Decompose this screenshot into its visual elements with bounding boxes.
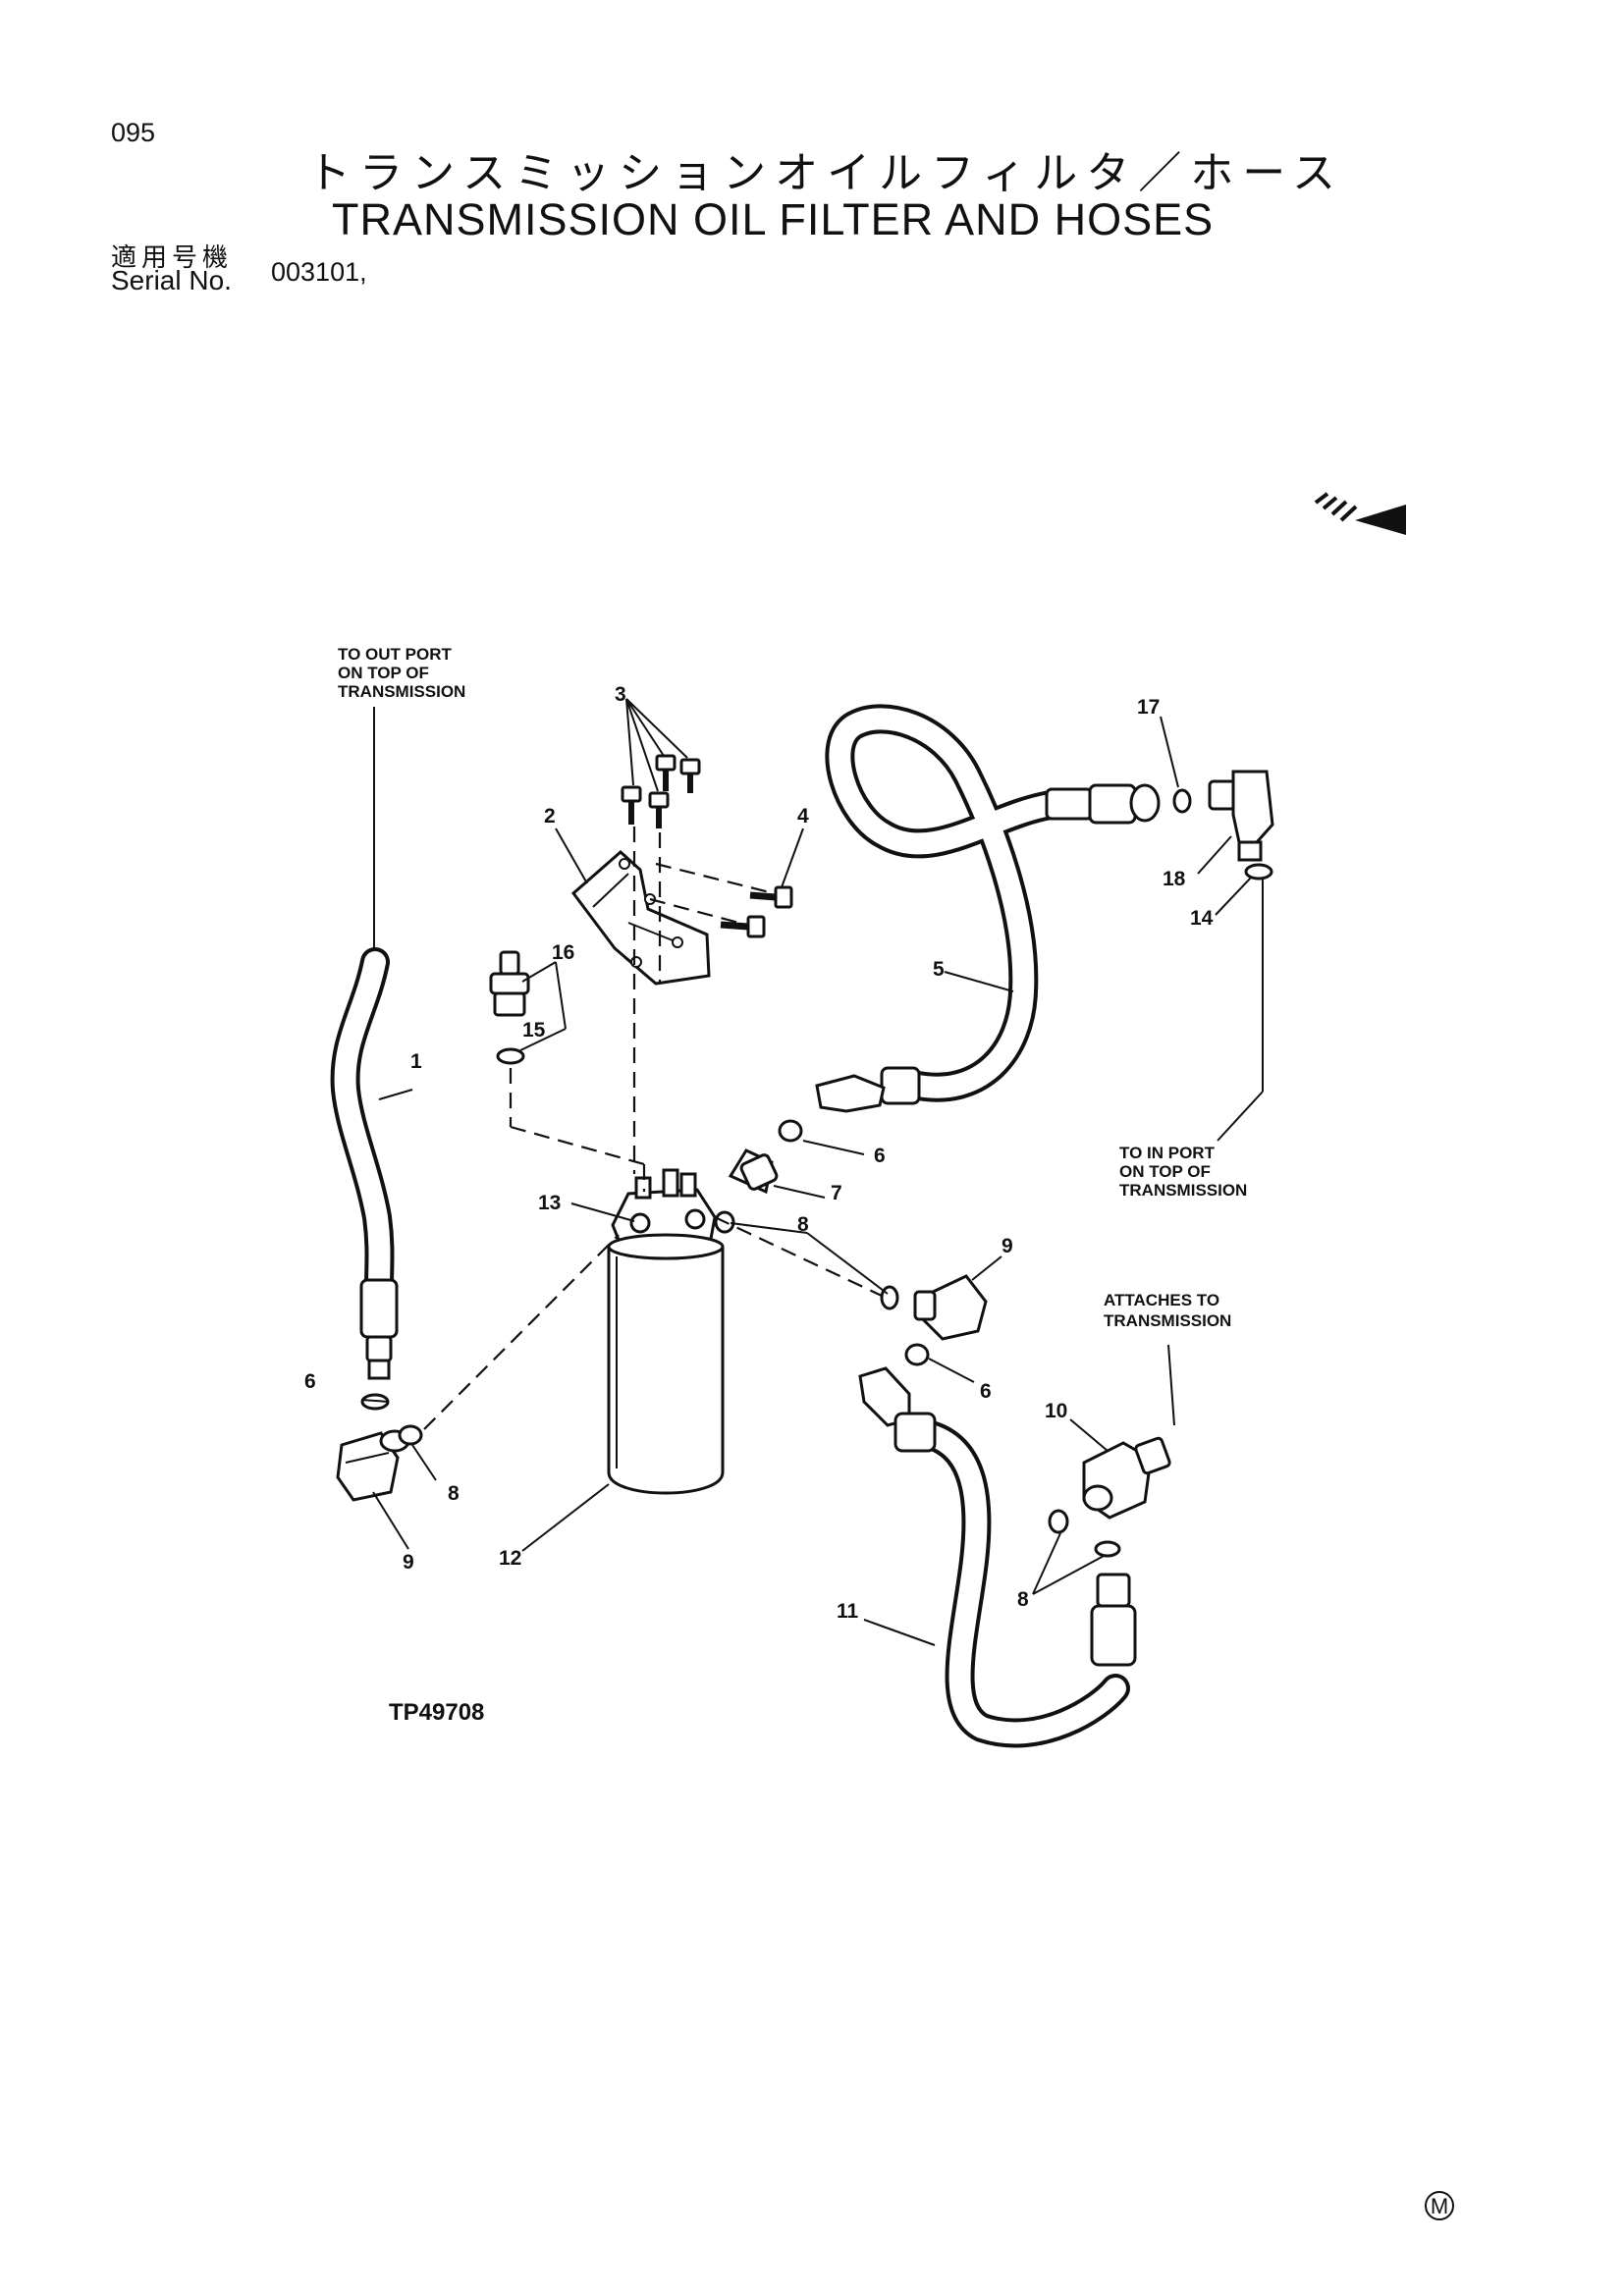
callout-9-left: 9 <box>403 1551 414 1574</box>
o-ring-6-upper <box>778 1119 803 1143</box>
note-out-port: TO OUT PORT ON TOP OF TRANSMISSION <box>338 645 465 701</box>
o-ring-8-lower-b <box>1094 1540 1121 1558</box>
callout-13: 13 <box>538 1192 561 1214</box>
note-in-port: TO IN PORT ON TOP OF TRANSMISSION <box>1119 1144 1247 1200</box>
callout-8-upper: 8 <box>797 1213 809 1236</box>
oil-filter-12 <box>607 1233 725 1495</box>
direction-arrow-icon <box>1314 492 1406 535</box>
svg-text:M: M <box>1431 2194 1448 2218</box>
note-attaches-to-transmission: ATTACHES TO TRANSMISSION <box>1104 1291 1231 1330</box>
leader-lines <box>360 698 1264 1646</box>
svg-text:TRANSMISSION: TRANSMISSION <box>1104 1311 1231 1330</box>
svg-text:ON TOP OF: ON TOP OF <box>1119 1162 1211 1181</box>
hose-1-nut <box>365 1335 393 1362</box>
serial-value: 003101, <box>271 257 367 287</box>
callout-5: 5 <box>933 958 945 981</box>
figure-id: TP49708 <box>389 1699 484 1726</box>
callout-16: 16 <box>552 941 574 964</box>
callout-14: 14 <box>1190 907 1214 930</box>
pressure-switch-16 <box>489 950 530 1017</box>
callout-8-left: 8 <box>448 1482 460 1505</box>
elbow-fitting-10 <box>1082 1436 1171 1520</box>
hose-11-end-fittings <box>858 1366 1137 1667</box>
callout-15: 15 <box>522 1019 546 1041</box>
callout-18: 18 <box>1163 868 1186 890</box>
callout-6-upper: 6 <box>874 1145 886 1167</box>
m-mark: M <box>1425 2191 1454 2220</box>
o-ring-8-left <box>398 1424 423 1446</box>
callout-4: 4 <box>797 805 809 828</box>
callout-3: 3 <box>615 683 626 706</box>
callout-11: 11 <box>837 1600 859 1623</box>
serial-label-english: Serial No. <box>111 265 232 295</box>
svg-text:TRANSMISSION: TRANSMISSION <box>338 682 465 701</box>
elbow-fitting-9-left <box>336 1429 410 1502</box>
svg-text:ATTACHES TO: ATTACHES TO <box>1104 1291 1219 1309</box>
callout-12: 12 <box>499 1547 521 1570</box>
bolt-3c <box>655 754 677 791</box>
bolt-4a <box>749 885 793 909</box>
hose-11 <box>908 1418 1130 1748</box>
o-ring-17 <box>1172 788 1192 814</box>
callout-2: 2 <box>544 805 556 828</box>
bolt-3a <box>621 785 642 825</box>
page-title-english: TRANSMISSION OIL FILTER AND HOSES <box>332 194 1215 244</box>
o-ring-14 <box>1244 863 1273 881</box>
svg-text:TRANSMISSION: TRANSMISSION <box>1119 1181 1247 1200</box>
serial-label-japanese: 適用号機 <box>111 242 234 272</box>
svg-text:TO OUT PORT: TO OUT PORT <box>338 645 452 664</box>
washer-15 <box>496 1047 525 1065</box>
callout-7: 7 <box>831 1182 842 1204</box>
page-number: 095 <box>111 118 156 147</box>
svg-text:ON TOP OF: ON TOP OF <box>338 664 429 682</box>
bolt-4b <box>720 915 766 938</box>
elbow-fitting-18 <box>1208 770 1274 862</box>
hose-1-ferrule <box>359 1278 399 1339</box>
mounting-bracket-2 <box>570 849 711 986</box>
callout-9-right: 9 <box>1001 1235 1013 1257</box>
bolt-3b <box>648 791 670 828</box>
o-ring-8-lower-a <box>1048 1509 1069 1534</box>
assembly-dashed-lines <box>423 827 883 1430</box>
bolt-3d <box>679 758 701 793</box>
callout-1: 1 <box>410 1050 422 1073</box>
callout-6-left: 6 <box>304 1370 316 1393</box>
adapter-7 <box>728 1148 779 1195</box>
callout-10: 10 <box>1045 1400 1067 1422</box>
hose-5 <box>825 704 1065 1102</box>
hose-5-end-fittings <box>815 783 1161 1113</box>
callout-17: 17 <box>1137 696 1160 719</box>
page-title-japanese: トランスミッションオイルフィルタ／ホース <box>307 149 1345 197</box>
hose-1-nipple <box>367 1359 391 1380</box>
o-ring-6-right <box>904 1343 930 1366</box>
hose-1 <box>330 707 395 1301</box>
callout-6-right: 6 <box>980 1380 992 1403</box>
svg-text:TO IN PORT: TO IN PORT <box>1119 1144 1216 1162</box>
elbow-fitting-9-right <box>913 1274 988 1341</box>
callout-8-lower: 8 <box>1017 1588 1029 1611</box>
